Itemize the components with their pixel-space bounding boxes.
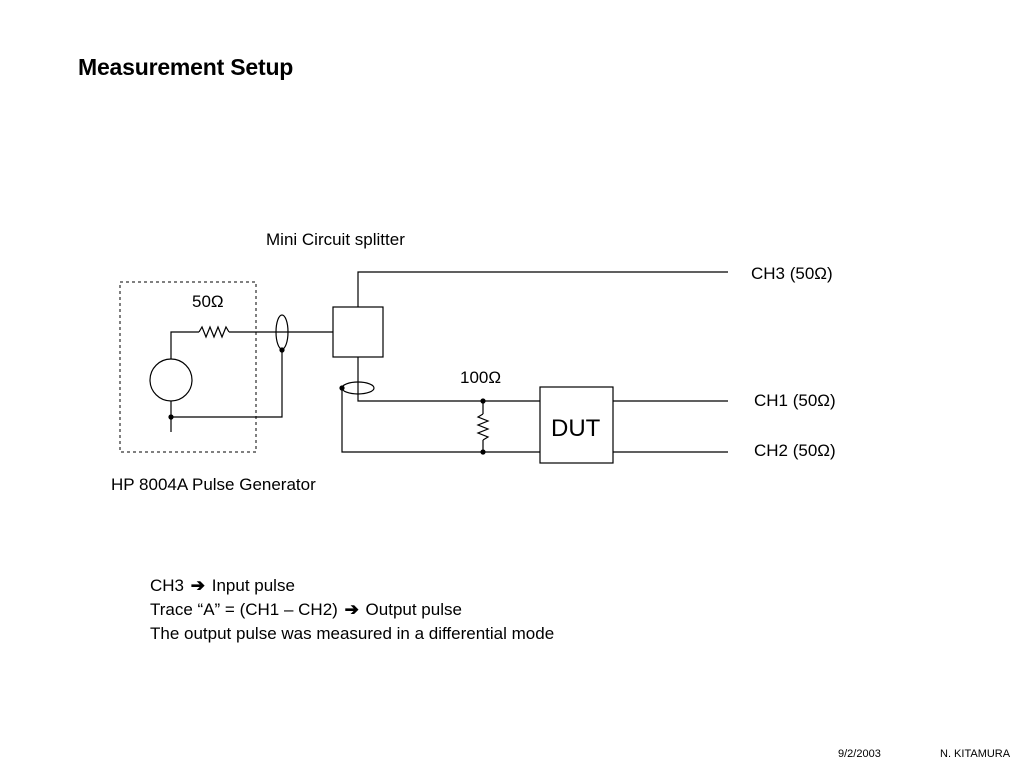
termination-resistor-symbol [476, 413, 490, 441]
footer-author: N. KITAMURA [940, 748, 1011, 760]
generator-label: HP 8004A Pulse Generator [111, 475, 316, 494]
notes: CH3 ➔ Input pulse Trace “A” = (CH1 – CH2… [150, 574, 554, 646]
footer-date: 9/2/2003 [838, 748, 881, 760]
pulse-source-symbol [149, 358, 193, 402]
junction-dot [339, 385, 345, 391]
generator-enclosure [119, 281, 257, 453]
termination-resistor-label: 100Ω [460, 368, 502, 387]
ch1-label: CH1 (50Ω) [754, 391, 836, 410]
ch3-label: CH3 (50Ω) [751, 264, 833, 283]
junction-dot [168, 414, 174, 420]
note-line-1-prefix: CH3 [150, 576, 185, 595]
slide-title: Measurement Setup [78, 54, 294, 80]
junction-dot [279, 347, 285, 353]
splitter-box [332, 306, 384, 358]
generator-resistor-label: 50Ω [192, 292, 224, 311]
junction-dot [480, 398, 486, 404]
generator-resistor-symbol [198, 325, 230, 339]
ground-return-wire [171, 350, 283, 418]
shield-ground-wire [341, 388, 728, 453]
note-line-2-prefix: Trace “A” = (CH1 – CH2) [150, 600, 338, 619]
note-line-2: Trace “A” = (CH1 – CH2) ➔ Output pulse [150, 598, 554, 622]
right-arrow-icon: ➔ [190, 576, 205, 595]
dut-label: DUT [551, 415, 601, 442]
note-line-2-suffix: Output pulse [365, 600, 462, 619]
dut-box [539, 386, 614, 464]
source-upper-lead [170, 331, 199, 359]
note-line-3: The output pulse was measured in a diffe… [150, 624, 555, 643]
junction-dot [480, 449, 486, 455]
note-line-1: CH3 ➔ Input pulse [150, 574, 554, 598]
ch3-wire [357, 271, 728, 307]
splitter-label: Mini Circuit splitter [266, 230, 405, 249]
note-line-1-suffix: Input pulse [211, 576, 295, 595]
right-arrow-icon: ➔ [344, 600, 359, 619]
ch2-label: CH2 (50Ω) [754, 441, 836, 460]
